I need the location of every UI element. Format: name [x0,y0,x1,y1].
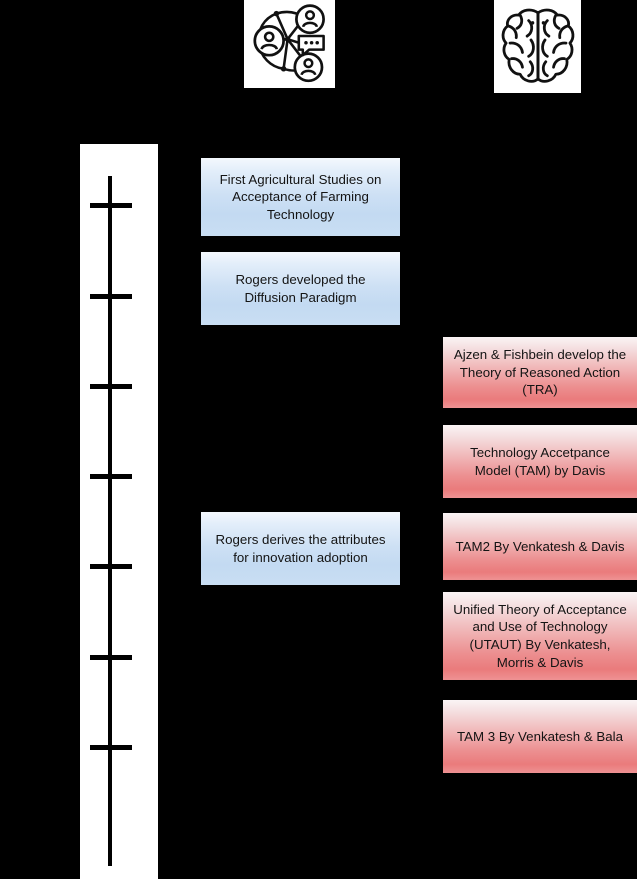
event-box-first-agricultural-studies[interactable]: First Agricultural Studies on Acceptance… [201,158,400,236]
chat-bubble-icon [297,34,325,57]
social-network-icon [244,0,335,88]
timeline-panel [80,144,158,879]
timeline-tick-4 [90,474,132,479]
timeline-tick-6 [90,655,132,660]
event-box-tam2[interactable]: TAM2 By Venkatesh & Davis [443,513,637,580]
brain-icon [494,0,581,93]
event-label: Unified Theory of Acceptance and Use of … [453,601,627,670]
event-label: TAM2 By Venkatesh & Davis [455,538,625,554]
event-box-rogers-attributes-innovation-adoption[interactable]: Rogers derives the attributes for innova… [201,512,400,585]
event-box-tam[interactable]: Technology Accetpance Model (TAM) by Dav… [443,425,637,498]
timeline-tick-7 [90,745,132,750]
event-box-utaut[interactable]: Unified Theory of Acceptance and Use of … [443,592,637,680]
event-label: First Agricultural Studies on Acceptance… [219,171,382,222]
event-box-tra[interactable]: Ajzen & Fishbein develop the Theory of R… [443,337,637,408]
event-label: Technology Accetpance Model (TAM) by Dav… [470,444,610,478]
event-label: Ajzen & Fishbein develop the Theory of R… [453,347,627,398]
event-box-tam3[interactable]: TAM 3 By Venkatesh & Bala [443,700,637,773]
timeline-tick-1 [90,203,132,208]
timeline-tick-2 [90,294,132,299]
event-label: TAM 3 By Venkatesh & Bala [456,728,624,744]
event-label: Rogers developed the Diffusion Paradigm [235,271,366,305]
timeline-tick-3 [90,384,132,389]
event-box-rogers-diffusion-paradigm[interactable]: Rogers developed the Diffusion Paradigm [201,252,400,325]
event-label: Rogers derives the attributes for innova… [215,531,386,565]
timeline-tick-5 [90,564,132,569]
timeline-axis-line [108,176,112,866]
